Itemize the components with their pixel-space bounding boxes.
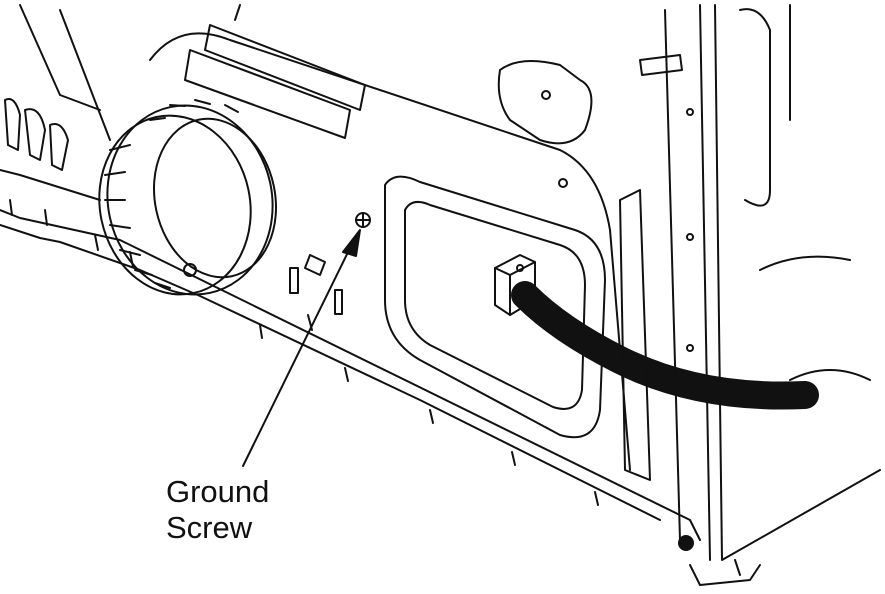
callout-arrow [242,229,361,467]
label-line-1: Ground [166,474,270,509]
mounting-bracket [497,60,593,188]
rear-panel [0,4,701,541]
power-cord-recess [384,175,606,439]
side-frame [619,4,881,586]
exhaust-vent [98,99,278,296]
control-knobs [4,98,69,171]
ground-screw-label: Ground Screw [166,474,269,546]
label-line-2: Screw [166,510,253,545]
ground-screw-icon [355,212,371,228]
power-cord [511,281,819,410]
